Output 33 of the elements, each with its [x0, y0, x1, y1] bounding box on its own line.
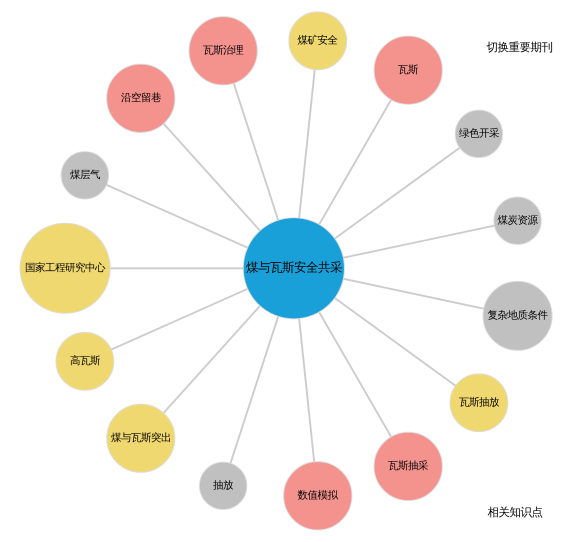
node-circle: 沿空留巷 — [106, 64, 176, 133]
node-circle: 煤与瓦斯突出 — [106, 404, 176, 473]
connector — [298, 70, 316, 218]
node-circle: 抽放 — [198, 462, 248, 510]
node-circle: 煤层气 — [60, 151, 110, 200]
node-circle: 瓦斯 — [374, 36, 443, 105]
node-circle: 数值模拟 — [283, 461, 352, 530]
node-circle: 煤矿安全 — [288, 11, 348, 70]
connector — [318, 99, 392, 225]
connector — [232, 83, 280, 220]
node-circle: 煤炭资源 — [493, 196, 542, 245]
connector — [110, 288, 248, 350]
node-circle: 复杂地质条件 — [482, 280, 553, 351]
node-circle: 高瓦斯 — [55, 332, 114, 391]
connector — [334, 297, 456, 386]
node-circle: 瓦斯治理 — [188, 16, 258, 86]
connector — [334, 147, 460, 240]
connector — [298, 318, 316, 462]
node-circle: 瓦斯抽放 — [449, 373, 508, 432]
connector — [230, 316, 280, 464]
connector — [343, 224, 494, 259]
connector — [106, 184, 248, 249]
node-circle: 国家工程研究中心 — [20, 222, 111, 314]
node-circle: 绿色开采 — [454, 110, 504, 158]
connector — [163, 305, 261, 414]
node-circle: 瓦斯抽采 — [374, 432, 443, 501]
label: 切换重要期刊 — [486, 40, 553, 54]
connector — [343, 278, 484, 310]
label: 相关知识点 — [487, 504, 542, 519]
connector — [163, 123, 261, 232]
node-circle: 煤与瓦斯安全共采 — [242, 217, 345, 320]
connector — [110, 267, 244, 270]
connector — [318, 312, 392, 438]
